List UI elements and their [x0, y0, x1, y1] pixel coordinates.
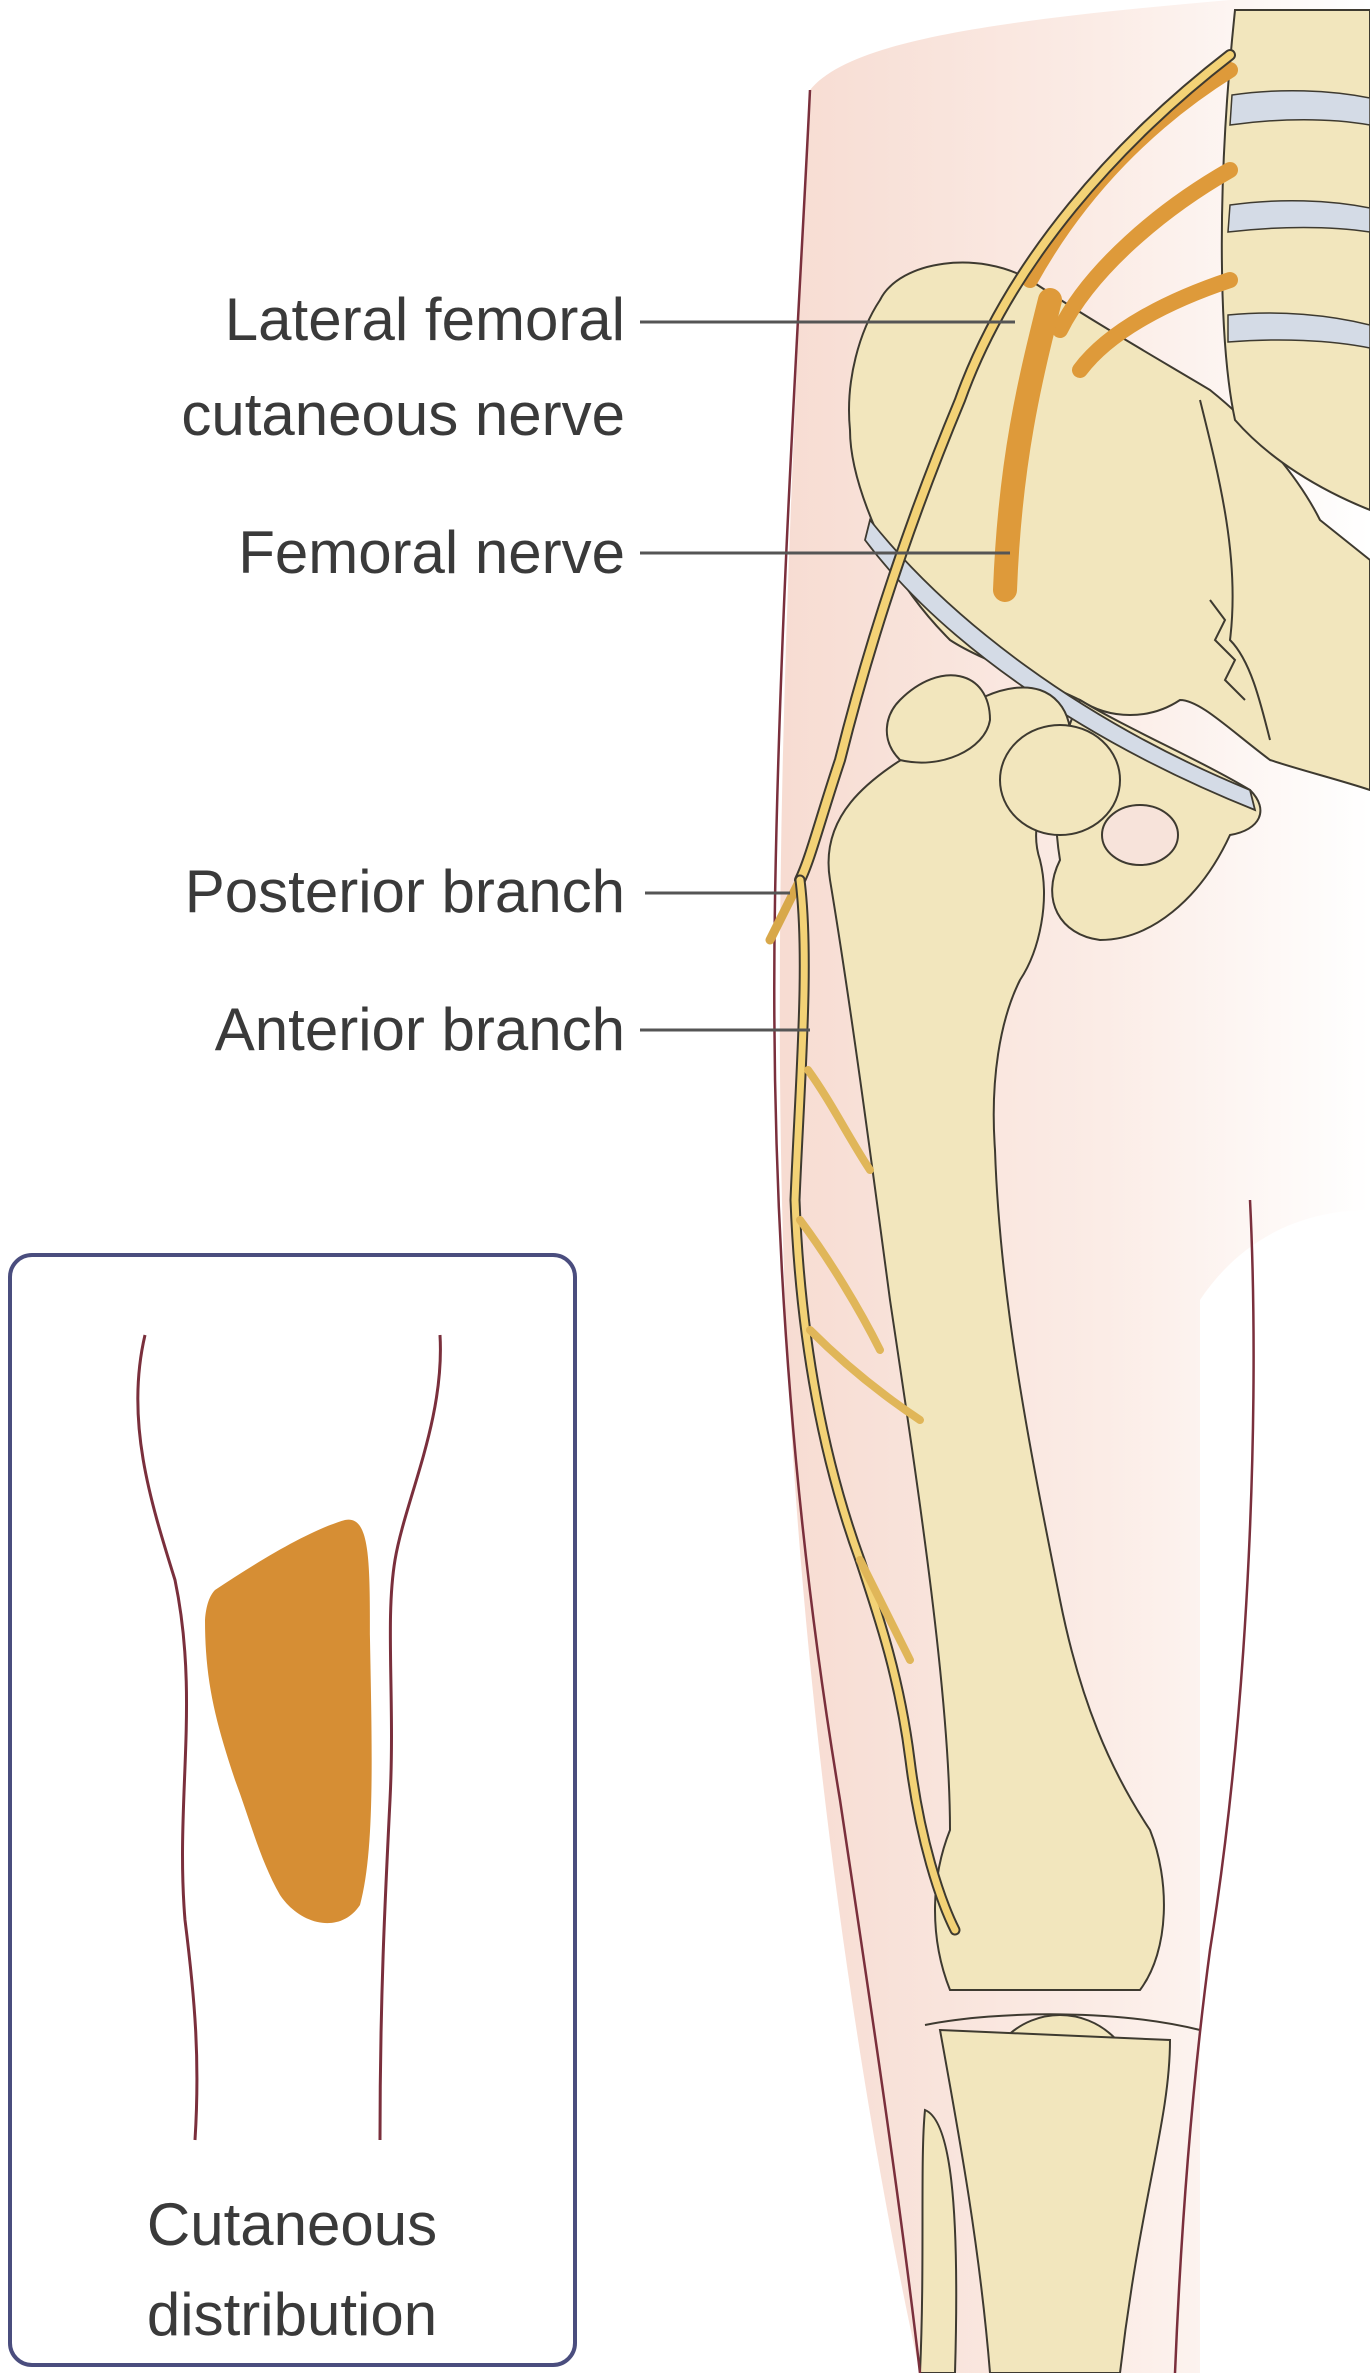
tibia	[938, 2028, 1172, 2373]
knee-joint	[924, 2013, 1201, 2031]
inset-leg-outline-right	[378, 1334, 442, 2141]
fibula	[918, 2108, 958, 2373]
label-lateral-femoral-line2: cutaneous nerve	[181, 381, 625, 448]
label-femoral-nerve: Femoral nerve	[238, 519, 625, 586]
inguinal-ligament	[864, 518, 1257, 812]
cutaneous-inset: Cutaneous distribution	[8, 1253, 577, 2367]
greater-trochanter	[885, 674, 992, 764]
label-lateral-femoral-line1: Lateral femoral	[225, 286, 625, 353]
inset-caption-line1: Cutaneous	[147, 2191, 437, 2258]
cutaneous-area	[205, 1519, 372, 1924]
nerve-twig-4	[856, 1556, 914, 1664]
disc-1	[1229, 89, 1370, 126]
femoral-head	[999, 724, 1121, 836]
femoral-nerve-root-3	[1072, 272, 1238, 378]
femoral-nerve-trunk	[993, 288, 1062, 602]
lateral-femoral-cutaneous-nerve-fill	[796, 51, 1234, 884]
anterior-branch-nerve	[791, 876, 959, 1934]
obturator-foramen	[1101, 804, 1179, 866]
nerve-twig-3	[806, 1326, 924, 1424]
label-posterior-branch: Posterior branch	[185, 858, 625, 925]
sacroiliac-joint	[1199, 399, 1271, 741]
leg-outline-medial	[1173, 1199, 1255, 2373]
label-anterior-branch: Anterior branch	[215, 996, 625, 1063]
leg-outline-lateral	[773, 89, 922, 2373]
nerve-twig-2	[796, 1216, 884, 1354]
inset-caption-line2: distribution	[147, 2281, 437, 2348]
inset-leg-outline-left	[136, 1334, 199, 2141]
nerve-twig-1	[804, 1066, 874, 1174]
femoral-nerve-root-2	[1052, 162, 1238, 338]
disc-3	[1227, 312, 1370, 349]
disc-2	[1227, 199, 1370, 233]
pubic-margin	[1209, 599, 1246, 701]
lumbar-spine	[1220, 9, 1370, 512]
